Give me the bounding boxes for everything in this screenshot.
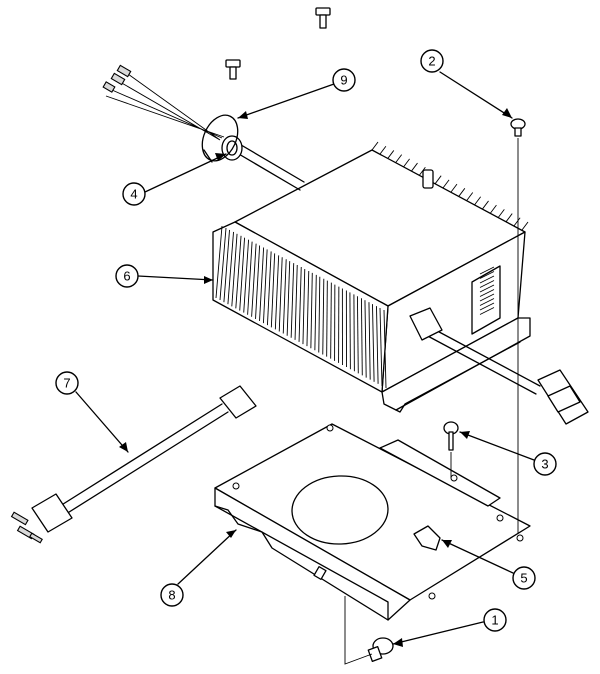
callout-5-label: 5	[520, 571, 527, 586]
charger-body	[212, 141, 531, 413]
callout-8: 8	[160, 583, 184, 607]
leader-arrowheads	[119, 108, 512, 647]
callout-1-label: 1	[491, 613, 498, 628]
callout-2-label: 2	[428, 54, 435, 69]
loose-bolt-top	[315, 7, 331, 29]
callout-6: 6	[115, 264, 139, 288]
callout-2: 2	[420, 49, 444, 73]
callout-1: 1	[483, 608, 507, 632]
base-plate	[214, 423, 531, 621]
callout-9-label: 9	[340, 73, 347, 88]
assembly-lines	[344, 138, 519, 665]
callout-4: 4	[122, 182, 146, 206]
dc-output-cable	[409, 307, 589, 425]
leader-lines	[75, 71, 535, 645]
cable-clip	[413, 525, 441, 551]
callout-6-label: 6	[123, 269, 130, 284]
ac-power-cord	[10, 385, 257, 544]
callout-7-label: 7	[63, 376, 70, 391]
screw-3	[443, 421, 459, 451]
cable-tie-ring	[201, 114, 239, 163]
callout-8-label: 8	[168, 588, 175, 603]
loose-bolt-left	[225, 59, 241, 80]
callout-3: 3	[533, 452, 557, 476]
screw-1	[367, 637, 394, 662]
bolt-2	[510, 118, 526, 137]
callout-7: 7	[55, 371, 79, 395]
callout-5: 5	[512, 566, 536, 590]
callout-3-label: 3	[541, 457, 548, 472]
callout-9: 9	[332, 68, 356, 92]
callout-4-label: 4	[130, 187, 137, 202]
wire-harness	[102, 64, 305, 191]
